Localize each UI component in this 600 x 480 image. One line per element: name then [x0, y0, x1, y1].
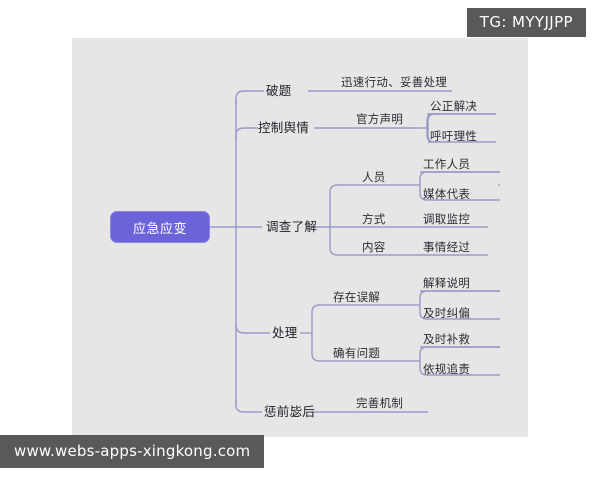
node-guanfang-shengming[interactable]: 官方声明 [356, 112, 404, 126]
node-neirong[interactable]: 内容 [362, 240, 386, 254]
node-huyu-lixing[interactable]: 呼吁理性 [430, 129, 478, 143]
node-xunsu-xingdong[interactable]: 迅速行动、妥善处理 [341, 75, 448, 89]
node-fangshi[interactable]: 方式 [362, 212, 386, 226]
node-jieshi-shuoming[interactable]: 解释说明 [423, 276, 471, 290]
node-shiqing-jingguo[interactable]: 事情经过 [423, 240, 471, 254]
node-yigui-zhuize[interactable]: 依规追责 [423, 362, 471, 376]
node-chengqian-bihou[interactable]: 惩前毖后 [264, 404, 316, 419]
node-poti[interactable]: 破题 [266, 83, 292, 98]
node-cunzai-wujie[interactable]: 存在误解 [333, 290, 381, 304]
node-jishi-jiupian[interactable]: 及时纠偏 [423, 306, 471, 320]
node-gongzheng-jiejue[interactable]: 公正解决 [430, 99, 478, 113]
node-renyuan[interactable]: 人员 [362, 170, 386, 184]
node-diaocha-liaojie[interactable]: 调查了解 [266, 219, 318, 234]
tg-badge: TG: MYYJJPP [466, 8, 586, 37]
node-queyou-wenti[interactable]: 确有问题 [333, 346, 381, 360]
node-meiti-daibiao[interactable]: 媒体代表 [423, 187, 471, 201]
node-chuli[interactable]: 处理 [272, 325, 298, 340]
mindmap-root-node[interactable]: 应急应变 [110, 211, 210, 243]
node-wanshan-jizhi[interactable]: 完善机制 [356, 396, 404, 410]
node-diaoqu-jiankong[interactable]: 调取监控 [423, 212, 471, 226]
node-gongzuo-renyuan[interactable]: 工作人员 [423, 157, 471, 171]
watermark: www.webs-apps-xingkong.com [0, 435, 265, 468]
root-node-label: 应急应变 [132, 221, 187, 237]
node-kongzhi-yuqing[interactable]: 控制舆情 [258, 120, 310, 135]
node-jishi-bujiu[interactable]: 及时补救 [423, 332, 471, 346]
